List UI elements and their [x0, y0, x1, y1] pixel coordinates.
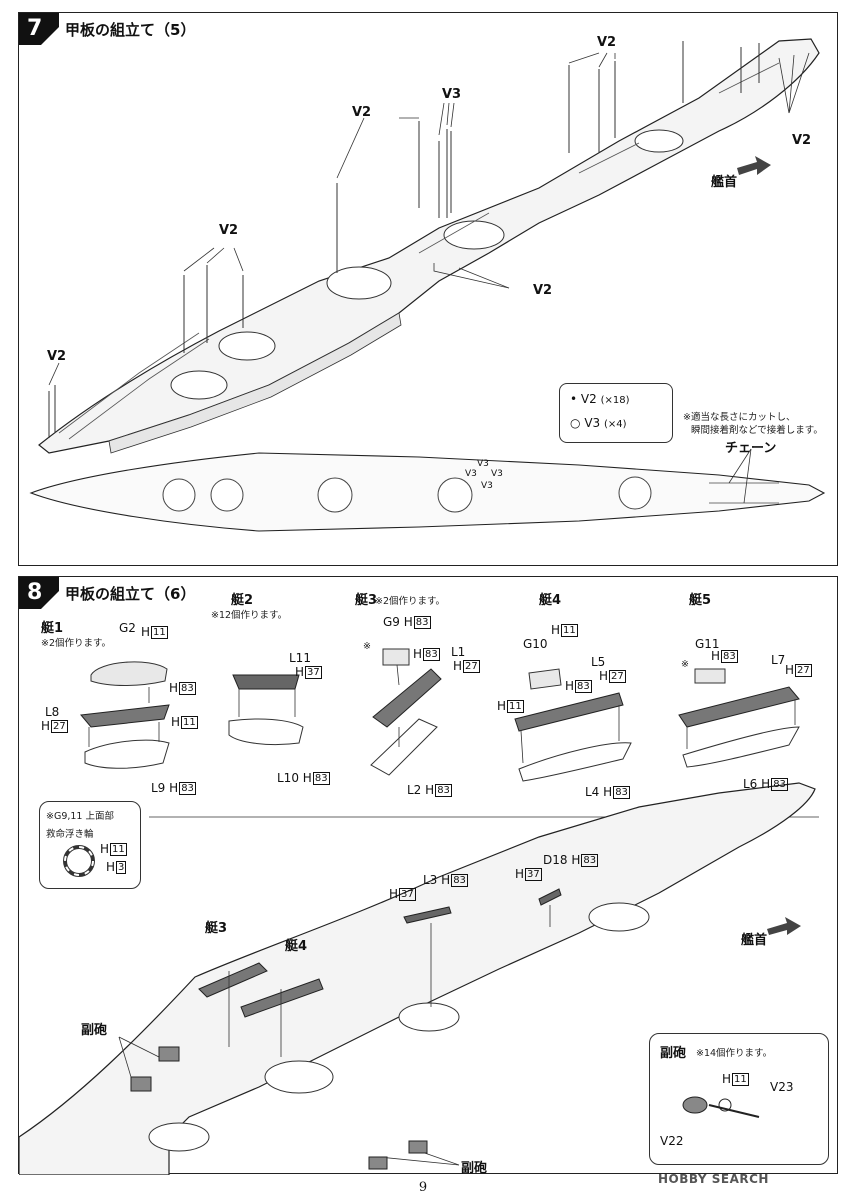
boat3-l1: L1 [451, 645, 466, 659]
boat1-l8: L8 [45, 705, 60, 719]
plan-v3-4: V3 [481, 481, 493, 491]
deck-gun-left-label: 副砲 [81, 1023, 108, 1038]
boat1-title: 艇1 [41, 621, 64, 636]
bow-label-8: 艦首 [741, 933, 768, 948]
label-v2-left: V2 [219, 223, 239, 238]
lifebuoy-label: 救命浮き輪 [46, 829, 94, 840]
step-8-number: 8 [27, 580, 43, 605]
boat5-title: 艇5 [689, 593, 712, 608]
legend-v3-label: V3 [584, 416, 601, 430]
parts-legend: • V2 (×18) ○ V3 (×4) [559, 383, 673, 443]
cut-note-line2: 瞬間接着剤などで接着します。 [691, 425, 823, 436]
boat4-l5: L5 [591, 655, 606, 669]
legend-v3-row: ○ V3 (×4) [570, 416, 627, 430]
label-v2-mid: V2 [352, 105, 372, 120]
boat2-title: 艇2 [231, 593, 254, 608]
plan-v3-2: V3 [477, 459, 489, 469]
deck-boat3-label: 艇3 [205, 921, 228, 936]
step-8-title: 甲板の組立て（6） [65, 585, 196, 603]
label-v2-bow-right: V2 [792, 133, 812, 148]
label-v2-bow-left: V2 [47, 349, 67, 364]
boat1-g2: G2 [119, 621, 136, 635]
boat4-g10: G10 [523, 637, 548, 651]
lifebuoy-title: ※G9,11 上面部 [46, 811, 114, 822]
boat5-l7: L7 [771, 653, 786, 667]
pin-icon: • [570, 392, 578, 406]
boat3-title: 艇3 [355, 593, 378, 608]
chain-label: チェーン [725, 441, 777, 456]
cut-note-line1: ※適当な長さにカットし、 [683, 412, 796, 423]
step-8-panel: 8 甲板の組立て（6） [18, 576, 838, 1176]
step-7-number: 7 [27, 16, 43, 41]
boat2-l11: L11 [289, 651, 311, 665]
legend-v2-row: • V2 (×18) [570, 392, 629, 406]
boat1-note: ※2個作ります。 [41, 638, 112, 649]
legend-v3-count: (×4) [603, 419, 627, 430]
step-7-title: 甲板の組立て（5） [65, 21, 196, 39]
gun-inset-v23: V23 [770, 1080, 794, 1094]
legend-v2-count: (×18) [600, 395, 630, 406]
step-7-deck-illustration [29, 38, 826, 532]
gun-inset-v22: V22 [660, 1134, 684, 1148]
deck-gun-bottom-label: 副砲 [461, 1161, 488, 1176]
step-8-illustration [19, 648, 819, 1175]
gun-inset-title: 副砲 [660, 1046, 687, 1061]
boat5-g11: G11 [695, 637, 720, 651]
step-8-badge: 8 [19, 577, 59, 609]
watermark: HOBBY SEARCH [658, 1172, 769, 1186]
gun-inset-note: ※14個作ります。 [696, 1048, 773, 1059]
page-number: 9 [418, 1180, 428, 1195]
legend-v2-label: V2 [580, 392, 597, 406]
label-v2-top: V2 [597, 35, 617, 50]
step-7-panel: 7 甲板の組立て（5） [18, 12, 838, 566]
ring-icon: ○ [570, 416, 581, 430]
boat4-title: 艇4 [539, 593, 562, 608]
boat5-mark: ※ [681, 659, 689, 670]
boat3-mark: ※ [363, 641, 371, 652]
label-v2-right: V2 [533, 283, 553, 298]
plan-v3-1: V3 [465, 469, 477, 479]
boat3-note: ※2個作ります。 [375, 596, 446, 607]
plan-v3-3: V3 [491, 469, 503, 479]
boat2-note: ※12個作ります。 [211, 610, 288, 621]
step-7-badge: 7 [19, 13, 59, 45]
label-v3-top: V3 [442, 87, 462, 102]
bow-label: 艦首 [711, 175, 738, 190]
deck-boat4-label: 艇4 [285, 939, 308, 954]
